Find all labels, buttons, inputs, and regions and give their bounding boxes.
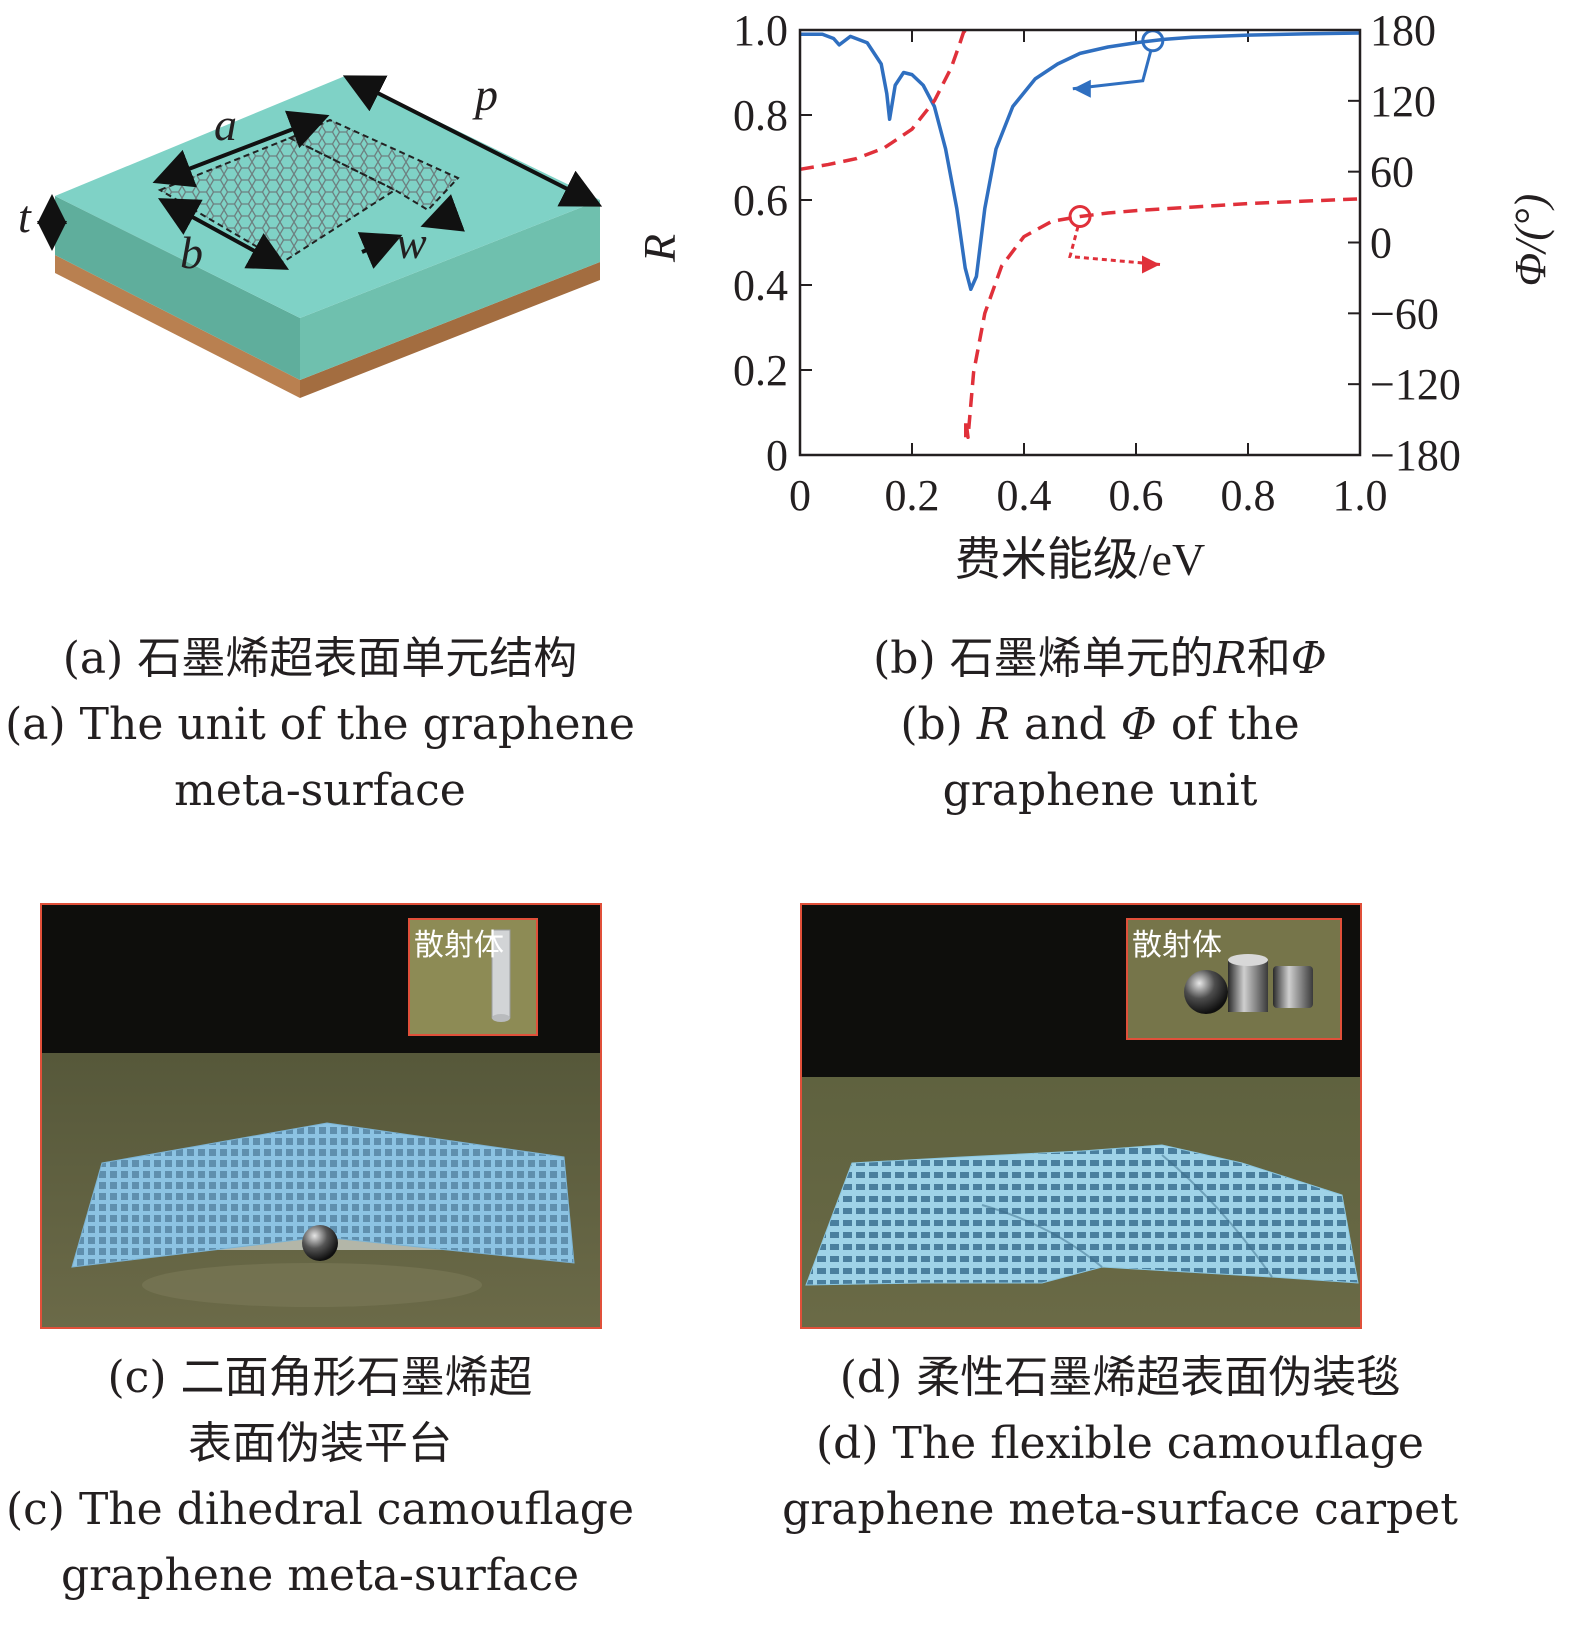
series-line-1 xyxy=(799,28,1361,440)
substrate-front xyxy=(55,196,300,380)
x-tick-label: 0.8 xyxy=(1221,471,1276,520)
y-axis-right-label: Φ/(°) xyxy=(1506,194,1555,287)
caption-d: (d) 柔性石墨烯超表面伪装毯 (d) The flexible camoufl… xyxy=(720,1345,1520,1543)
base-layer xyxy=(55,255,300,398)
series-marker-circle-1 xyxy=(1068,205,1092,229)
dihedral-mesh xyxy=(71,1122,575,1268)
label-t: t xyxy=(18,191,32,242)
series-marker-arrow-0 xyxy=(1072,50,1153,91)
y-left-tick-label: 0.4 xyxy=(733,261,788,310)
caption-c-en-1: (c) The dihedral camouflage xyxy=(6,1484,634,1535)
y-right-tick-label: −120 xyxy=(1370,360,1461,409)
series-marker-arrowhead-0 xyxy=(1072,79,1091,98)
y-left-tick-label: 0.6 xyxy=(733,176,788,225)
caption-d-en-1: (d) The flexible camouflage xyxy=(816,1418,1424,1469)
caption-a: (a) 石墨烯超表面单元结构 (a) The unit of the graph… xyxy=(0,626,640,824)
y-right-tick-label: −60 xyxy=(1370,289,1439,338)
scatterer-sphere xyxy=(1184,970,1228,1014)
dim-w-arrow-left xyxy=(357,232,403,269)
panel-a-figure: a p t b w xyxy=(0,0,620,420)
x-tick-label: 0.2 xyxy=(885,471,940,520)
caption-a-cn: (a) 石墨烯超表面单元结构 xyxy=(62,633,578,684)
caption-a-en-2: meta-surface xyxy=(174,765,466,816)
y-left-tick-label: 0 xyxy=(766,431,788,480)
series-marker-arrow-1 xyxy=(1068,226,1161,267)
caption-b: (b) 石墨烯单元的R和Φ (b) R and Φ of the graphen… xyxy=(740,626,1460,824)
y-right-tick-label: 120 xyxy=(1370,77,1436,126)
caption-c-en-2: graphene meta-surface xyxy=(60,1550,580,1601)
caption-c: (c) 二面角形石墨烯超 表面伪装平台 (c) The dihedral cam… xyxy=(0,1345,640,1609)
caption-d-cn-1: (d) 柔性石墨烯超表面伪装毯 xyxy=(839,1352,1401,1403)
x-tick-label: 0 xyxy=(789,471,811,520)
plot-frame xyxy=(798,28,1362,457)
panel-c-scene: 散射体 xyxy=(40,903,602,1329)
substrate-right xyxy=(300,200,600,380)
y-right-tick-label: 180 xyxy=(1370,6,1436,55)
caption-a-en-1: (a) The unit of the graphene xyxy=(5,699,635,750)
y-right-tick-label: −180 xyxy=(1370,431,1461,480)
dim-b-arrow xyxy=(157,198,290,270)
panel-d-inset: 散射体 xyxy=(1126,918,1342,1040)
dim-p-arrow xyxy=(342,75,603,207)
label-w: w xyxy=(396,217,427,268)
dim-w-arrow-right xyxy=(420,194,465,232)
dim-a-arrow xyxy=(152,110,330,188)
scatterer-cube xyxy=(1273,966,1313,1008)
carpet-mesh xyxy=(805,1144,1359,1286)
caption-b-cn: (b) 石墨烯单元的R和Φ xyxy=(873,633,1327,684)
y-right-tick-label: 0 xyxy=(1370,219,1392,268)
unit-cell-diagram: a p t b w xyxy=(18,69,603,398)
caption-d-en-2: graphene meta-surface carpet xyxy=(782,1484,1458,1535)
inset-label-scatterer: 散射体 xyxy=(414,928,504,963)
caption-b-en-2: graphene unit xyxy=(942,765,1258,816)
caption-b-en-1: (b) R and Φ of the xyxy=(900,699,1300,750)
inset-label-scatterer: 散射体 xyxy=(1132,928,1222,963)
series-marker-arrowhead-1 xyxy=(1142,255,1160,274)
caption-c-cn-1: (c) 二面角形石墨烯超 xyxy=(107,1352,533,1403)
label-p: p xyxy=(472,69,498,120)
panel-d-scene: 散射体 xyxy=(800,903,1362,1329)
y-right-tick-label: 60 xyxy=(1370,148,1414,197)
series-line-0 xyxy=(800,31,1361,291)
scatterer-sphere xyxy=(302,1225,338,1261)
panel-c-inset: 散射体 xyxy=(408,918,538,1036)
label-b: b xyxy=(180,227,203,278)
x-tick-label: 0.6 xyxy=(1109,471,1164,520)
y-left-tick-label: 0.8 xyxy=(733,91,788,140)
caption-c-cn-2: 表面伪装平台 xyxy=(188,1418,452,1469)
y-left-tick-label: 1.0 xyxy=(733,6,788,55)
x-tick-label: 1.0 xyxy=(1333,471,1388,520)
x-tick-label: 0.4 xyxy=(997,471,1052,520)
scatterer-cylinder xyxy=(1228,960,1268,1012)
y-axis-left-label: R xyxy=(640,234,685,263)
y-left-tick-label: 0.2 xyxy=(733,346,788,395)
x-axis-label: 费米能级/eV xyxy=(955,534,1205,585)
label-a: a xyxy=(214,99,237,150)
